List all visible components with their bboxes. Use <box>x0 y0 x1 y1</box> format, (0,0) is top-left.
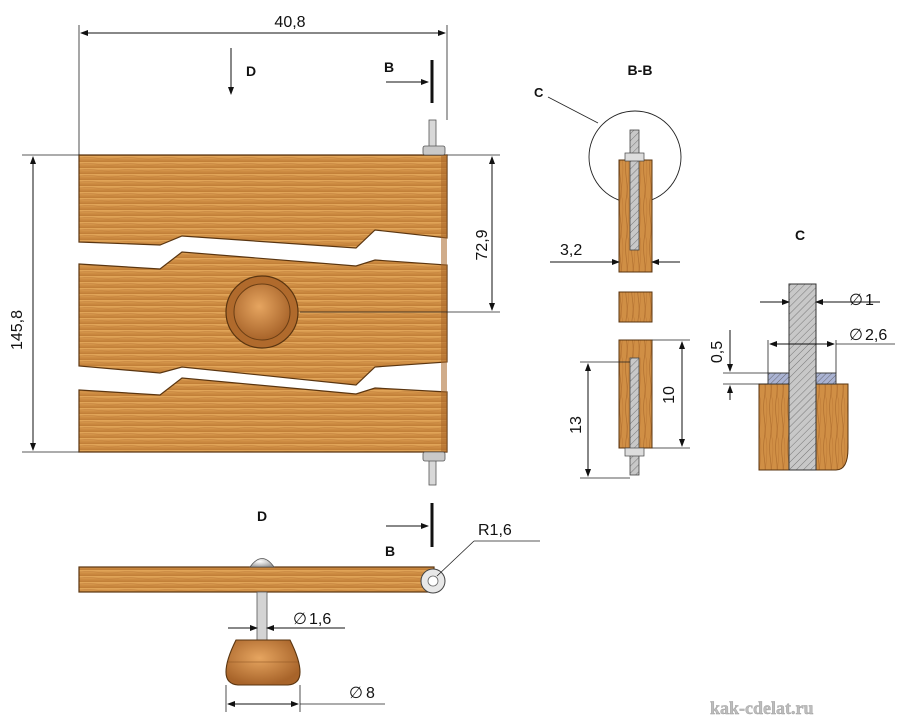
dim-10-label: 10 <box>661 386 678 404</box>
section-b-bottom-mark: B <box>385 503 434 559</box>
section-b-top-mark: B <box>384 59 434 103</box>
dim-d1-label: 1 <box>865 292 874 309</box>
diameter-symbol-icon: ∅ <box>349 685 363 702</box>
height-dim-label: 145,8 <box>9 310 26 350</box>
section-title: B-B <box>628 62 653 78</box>
knob-body <box>225 639 301 686</box>
height-dimension: 145,8 <box>9 154 79 453</box>
view-d-arrow-label: D <box>246 63 256 79</box>
top-pin <box>428 119 437 151</box>
section-bb-view: C 3,2 13 10 <box>534 85 690 479</box>
bottom-block <box>78 377 448 453</box>
width-dim-label: 40,8 <box>274 14 305 31</box>
half-height-dim-label: 72,9 <box>474 229 491 260</box>
detail-c-title: C <box>795 227 805 243</box>
dim-3-2-label: 3,2 <box>560 242 582 259</box>
width-dimension: 40,8 <box>78 14 448 155</box>
dim-d1-6-label: 1,6 <box>309 611 331 628</box>
side-board <box>78 566 435 593</box>
dim-13-label: 13 <box>568 416 585 434</box>
top-block <box>78 154 448 249</box>
diameter-symbol-icon: ∅ <box>849 327 863 344</box>
dim-0-5-label: 0,5 <box>709 341 726 363</box>
view-d: R1,6 ∅ 1,6 ∅ 8 <box>78 522 540 712</box>
dim-r1-6-label: R1,6 <box>478 522 512 539</box>
diameter-symbol-icon: ∅ <box>293 611 307 628</box>
front-view <box>78 119 448 486</box>
view-d-indicator: D <box>228 48 256 95</box>
knob-ball <box>249 558 275 568</box>
watermark: kak-cdelat.ru <box>710 698 814 718</box>
detail-pin <box>788 283 817 471</box>
dim-d2-6-label: 2,6 <box>865 327 887 344</box>
knob-stem <box>256 591 268 641</box>
detail-c-view: ∅ 1 ∅ 2,6 0,5 <box>709 283 895 471</box>
diameter-symbol-icon: ∅ <box>849 292 863 309</box>
dim-d8-label: 8 <box>366 685 375 702</box>
section-b-bottom-label: B <box>385 543 395 559</box>
section-b-top-label: B <box>384 59 394 75</box>
view-d-title: D <box>257 508 267 524</box>
callout-c-label: C <box>534 85 544 100</box>
half-height-dimension: 72,9 <box>300 154 500 313</box>
center-knob-inner <box>233 283 291 341</box>
